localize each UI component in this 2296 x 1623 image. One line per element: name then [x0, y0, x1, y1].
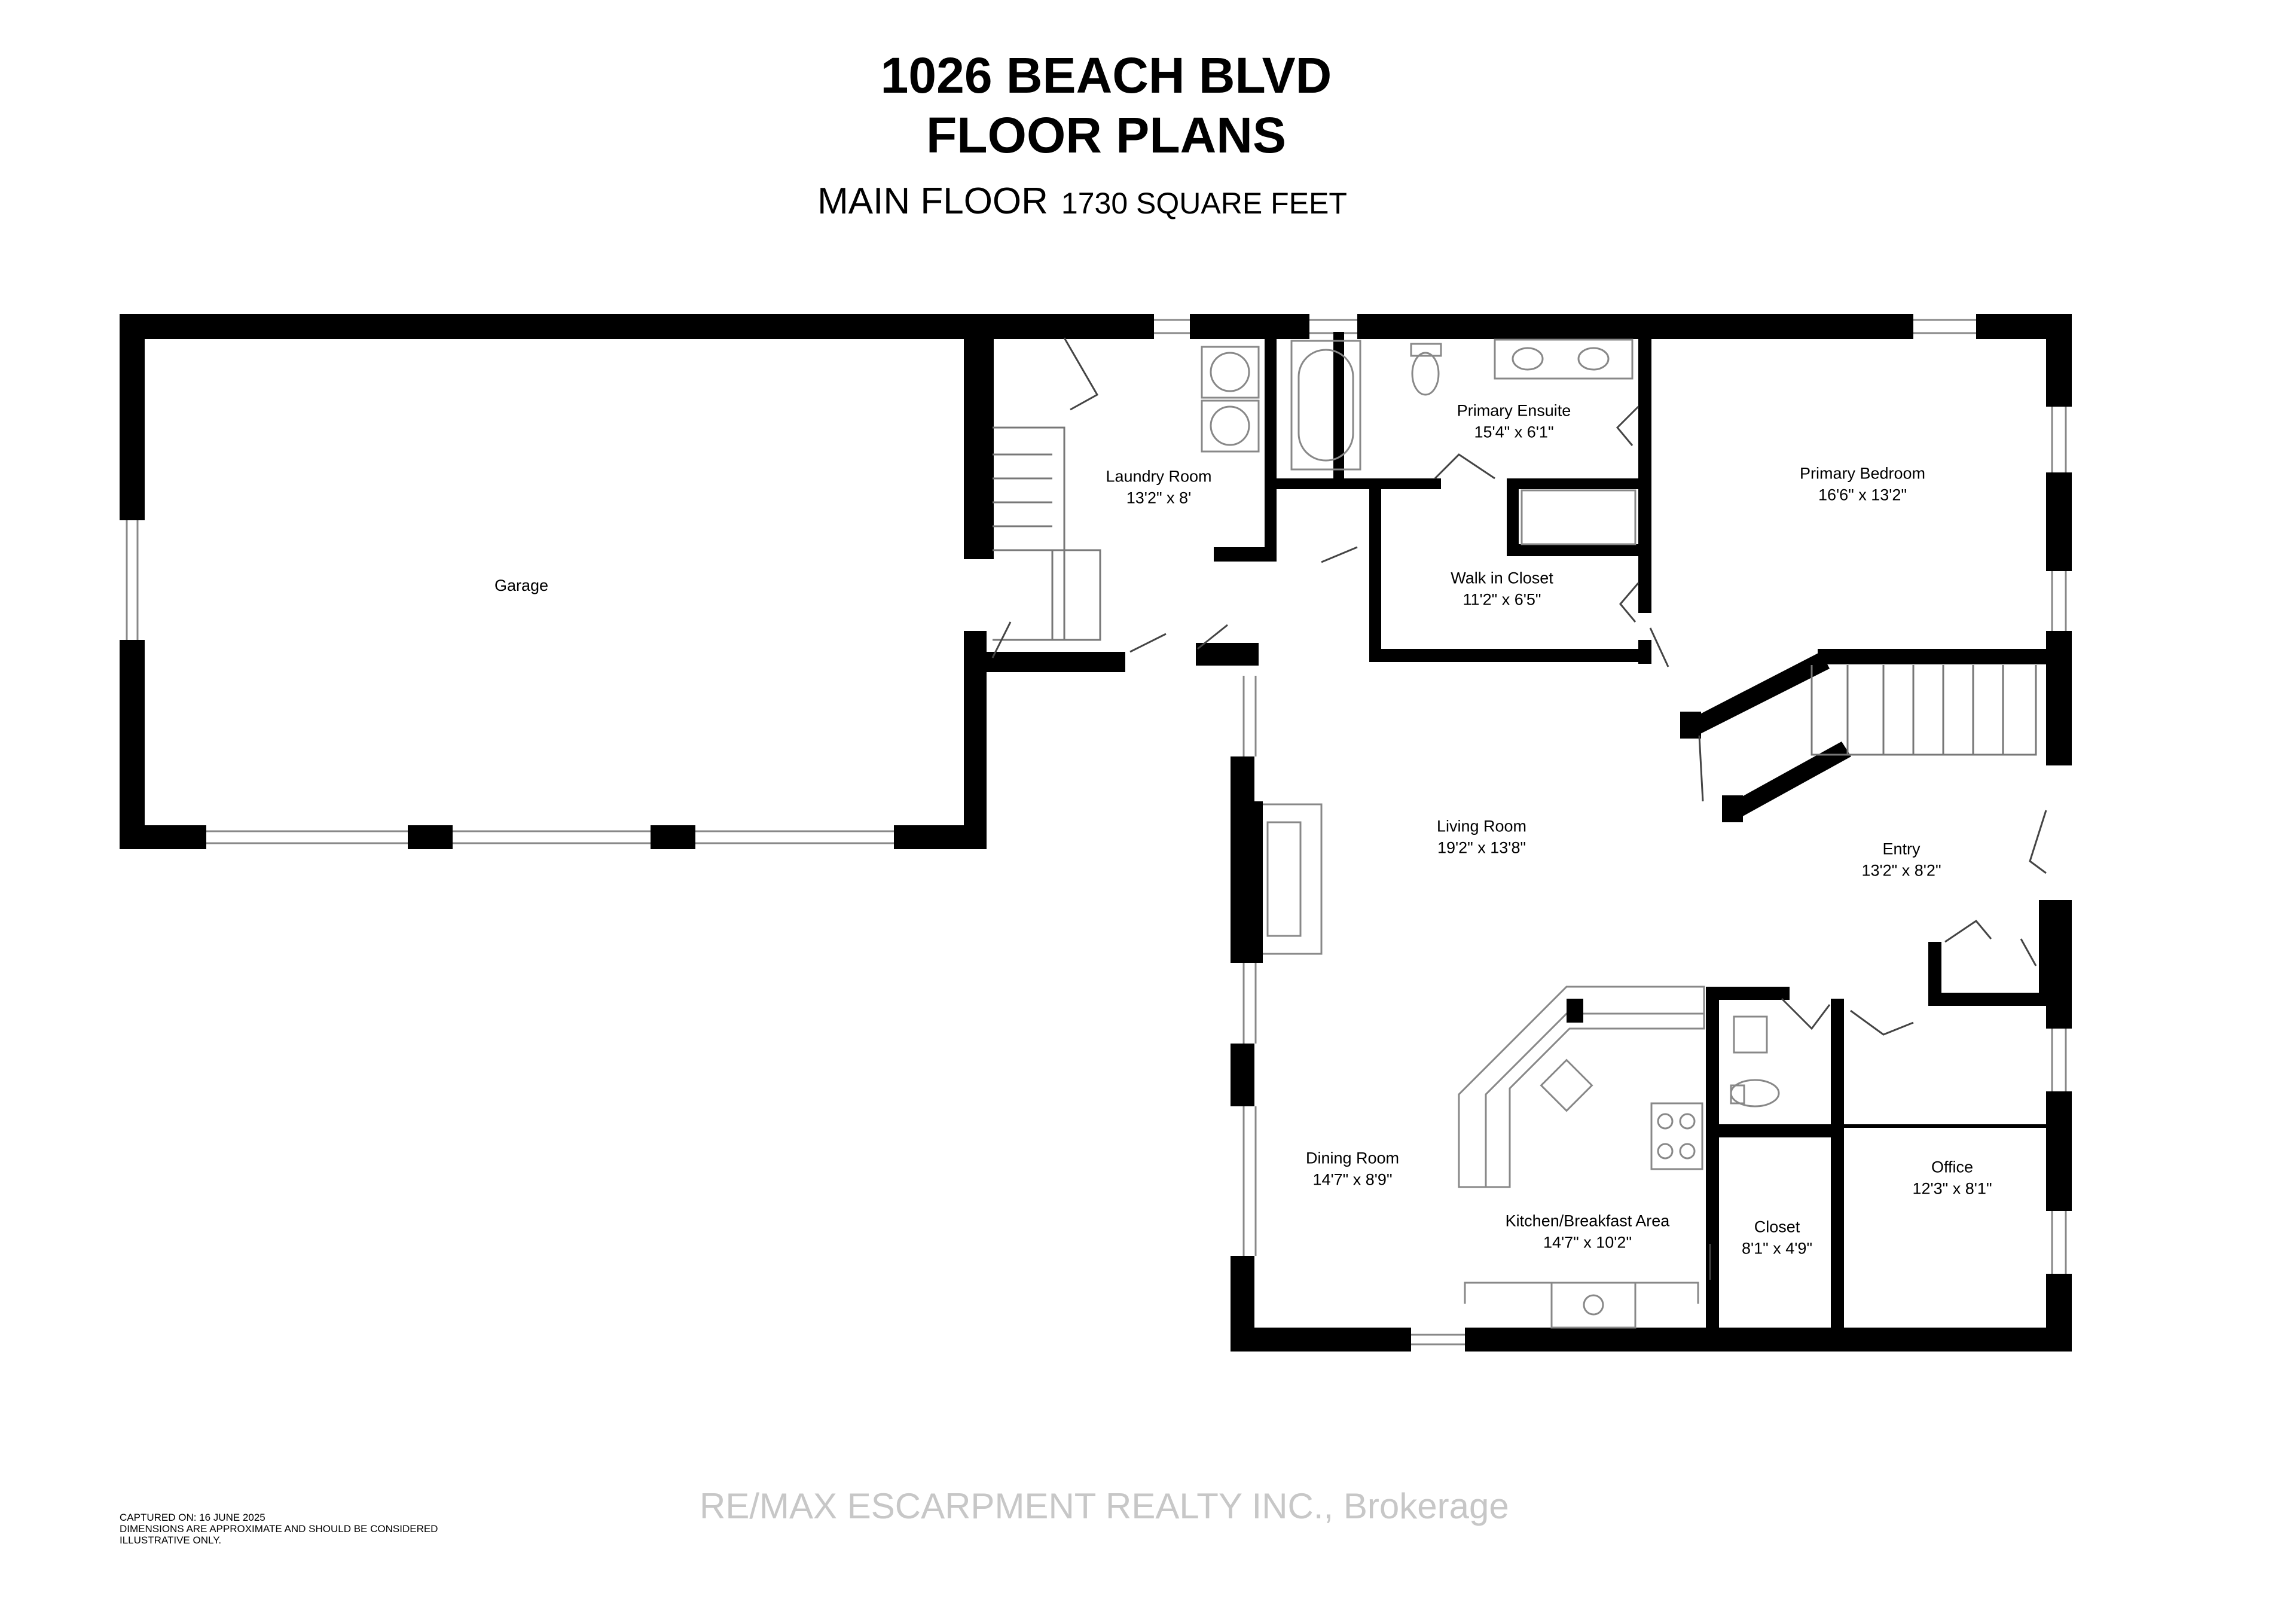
room-name: Kitchen/Breakfast Area: [1505, 1212, 1670, 1230]
room-name: Office: [1931, 1158, 1974, 1176]
room-dims: 19'2" x 13'8": [1437, 838, 1526, 856]
room-name: Primary Bedroom: [1799, 464, 1926, 483]
disclaimer-line-2: ILLUSTRATIVE ONLY.: [120, 1534, 222, 1546]
room-laundry: Laundry Room 13'2" x 8': [1106, 466, 1211, 508]
fixtures: [1201, 338, 1780, 1329]
room-living: Living Room 19'2" x 13'8": [1437, 816, 1526, 858]
room-dims: 11'2" x 6'5": [1463, 590, 1541, 608]
room-name: Garage: [494, 576, 549, 595]
room-dims: 13'2" x 8'2": [1861, 861, 1941, 879]
floor-heading: MAIN FLOOR 1730 SQUARE FEET: [0, 183, 2164, 220]
brokerage-watermark: RE/MAX ESCARPMENT REALTY INC., Brokerage: [692, 1479, 1613, 1526]
disclaimer-line-1: DIMENSIONS ARE APPROXIMATE AND SHOULD BE…: [120, 1523, 438, 1535]
garage-door-openings: [126, 520, 894, 844]
room-entry: Entry 13'2" x 8'2": [1861, 838, 1941, 881]
window-lines: [1154, 319, 2067, 1346]
fireplace: [1232, 801, 1583, 1023]
room-dims: 12'3" x 8'1": [1912, 1179, 1992, 1197]
capture-date: CAPTURED ON: 16 JUNE 2025: [120, 1512, 265, 1523]
garage-walls: [120, 314, 1154, 849]
disclaimer-note: CAPTURED ON: 16 JUNE 2025 DIMENSIONS ARE…: [120, 1512, 438, 1546]
room-closet: Closet 8'1" x 4'9": [1742, 1216, 1812, 1259]
room-dims: 14'7" x 8'9": [1312, 1170, 1393, 1188]
room-name: Dining Room: [1305, 1149, 1400, 1167]
main-walls: [1231, 756, 2072, 1352]
room-name: Walk in Closet: [1451, 569, 1553, 587]
plan-subtitle: FLOOR PLANS: [926, 107, 1286, 163]
door-swings: [991, 337, 2047, 1280]
room-name: Primary Ensuite: [1457, 401, 1571, 420]
room-dims: 13'2" x 8': [1126, 489, 1192, 507]
room-dims: 14'7" x 10'2": [1543, 1233, 1632, 1251]
room-name: Laundry Room: [1106, 467, 1212, 486]
room-name: Living Room: [1436, 817, 1527, 835]
room-dims: 15'4" x 6'1": [1474, 423, 1554, 441]
room-dining: Dining Room 14'7" x 8'9": [1306, 1148, 1399, 1190]
plan-title: 1026 BEACH BLVD: [880, 47, 1332, 103]
interior-walls: [985, 332, 2072, 666]
room-name: Entry: [1882, 840, 1921, 858]
room-walk-in-closet: Walk in Closet 11'2" x 6'5": [1451, 568, 1553, 610]
watermark-text: RE/MAX ESCARPMENT REALTY INC., Brokerage: [700, 1486, 1509, 1526]
room-primary-bedroom: Primary Bedroom 16'6" x 13'2": [1800, 463, 1925, 505]
floor-name: MAIN FLOOR: [817, 181, 1048, 222]
top-walls: [1190, 314, 2072, 1352]
room-dims: 16'6" x 13'2": [1818, 486, 1907, 504]
room-name: Closet: [1754, 1218, 1800, 1236]
room-kitchen: Kitchen/Breakfast Area 14'7" x 10'2": [1506, 1210, 1670, 1253]
floor-area: 1730 SQUARE FEET: [1061, 187, 1347, 220]
room-primary-ensuite: Primary Ensuite 15'4" x 6'1": [1457, 400, 1571, 443]
room-dims: 8'1" x 4'9": [1741, 1239, 1813, 1257]
room-garage: Garage: [494, 575, 548, 597]
stair-walls: [1680, 652, 1851, 822]
stairs: [993, 426, 2037, 756]
room-office: Office 12'3" x 8'1": [1912, 1157, 1992, 1199]
